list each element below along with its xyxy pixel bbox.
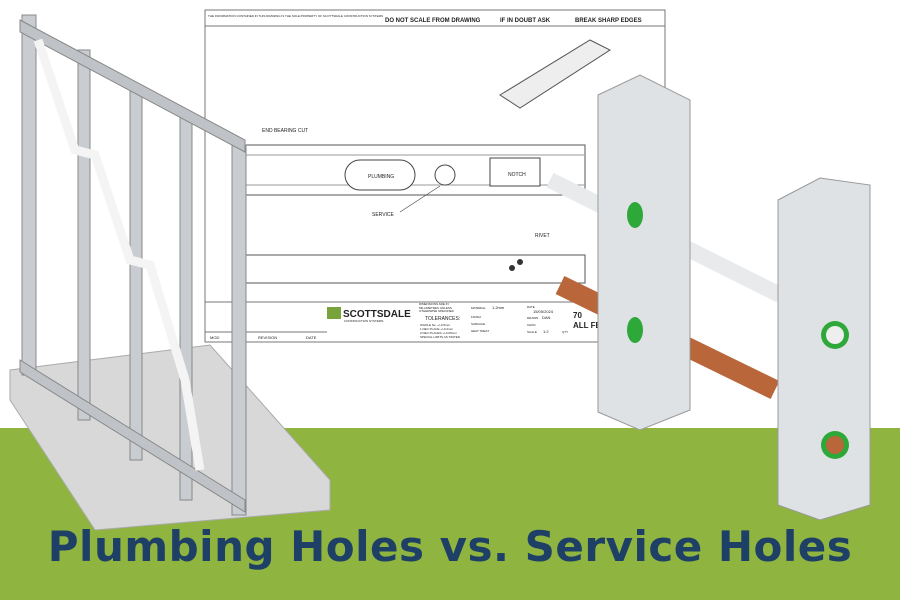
heat-treat-label: HEAT TREAT xyxy=(471,329,489,333)
tolerance-line: 1 DEC PLACE +/-0.2mm xyxy=(420,327,454,331)
date-label: DATE xyxy=(527,305,535,309)
service-label: SERVICE xyxy=(372,212,395,218)
end-cut-label: END BEARING CUT xyxy=(262,128,308,134)
edges-note: BREAK SHARP EDGES xyxy=(575,18,642,24)
notch-label: NOTCH xyxy=(508,172,526,178)
tolerance-line: 2 DEC PLACES +/-0.05mm xyxy=(420,331,457,335)
studs-with-pipes xyxy=(546,74,871,521)
no-scale-note: DO NOT SCALE FROM DRAWING xyxy=(385,18,481,24)
tolerance-line: SPECIAL LIMITS AS STATED xyxy=(420,335,461,339)
part-description: ALL FE xyxy=(573,321,602,330)
copyright-notice: THE INFORMATION CONTAINED IN THIS DRAWIN… xyxy=(208,14,383,18)
scale-value: 1:2 xyxy=(543,329,549,334)
revision-date-header: DATE xyxy=(306,335,317,340)
plumbing-label: PLUMBING xyxy=(368,174,394,180)
steel-wall-frame xyxy=(9,14,331,531)
rivet-label: RIVET xyxy=(535,233,550,239)
drawn-value: DAN xyxy=(542,315,551,320)
tolerances-heading: TOLERANCES: xyxy=(425,316,460,322)
qty-label: QTY xyxy=(562,330,568,334)
doubt-note: IF IN DOUBT ASK xyxy=(500,18,551,24)
surface-label: SURFACE xyxy=(471,322,485,326)
tolerance-line: WHOLE No. +/-0.5mm xyxy=(420,323,451,327)
scale-label: SCALE xyxy=(527,330,537,334)
material-label: MATERIAL xyxy=(471,306,486,310)
check-label: CHKD xyxy=(527,323,536,327)
date-value: 15/05/2024 xyxy=(533,309,554,314)
finish-label: FINISH xyxy=(471,315,481,319)
dims-note-box: DIMENSIONS ARE IN MILLIMETRES UNLESS OTH… xyxy=(419,303,454,314)
material-value: 1.2mm xyxy=(492,305,505,310)
mod-header: MOD xyxy=(210,335,219,340)
brand-sub: CONSTRUCTION SYSTEMS xyxy=(344,319,383,323)
dims-note: DIMENSIONS ARE IN MILLIMETRES UNLESS OTH… xyxy=(419,303,454,314)
part-number: 70 xyxy=(573,311,582,320)
revision-header: REVISION xyxy=(258,335,277,340)
technical-drawing: THE INFORMATION CONTAINED IN THIS DRAWIN… xyxy=(204,9,666,343)
brand-name: SCOTTSDALE xyxy=(343,309,411,320)
headline: Plumbing Holes vs. Service Holes xyxy=(47,522,853,571)
drawn-label: DRAWN xyxy=(527,316,538,320)
